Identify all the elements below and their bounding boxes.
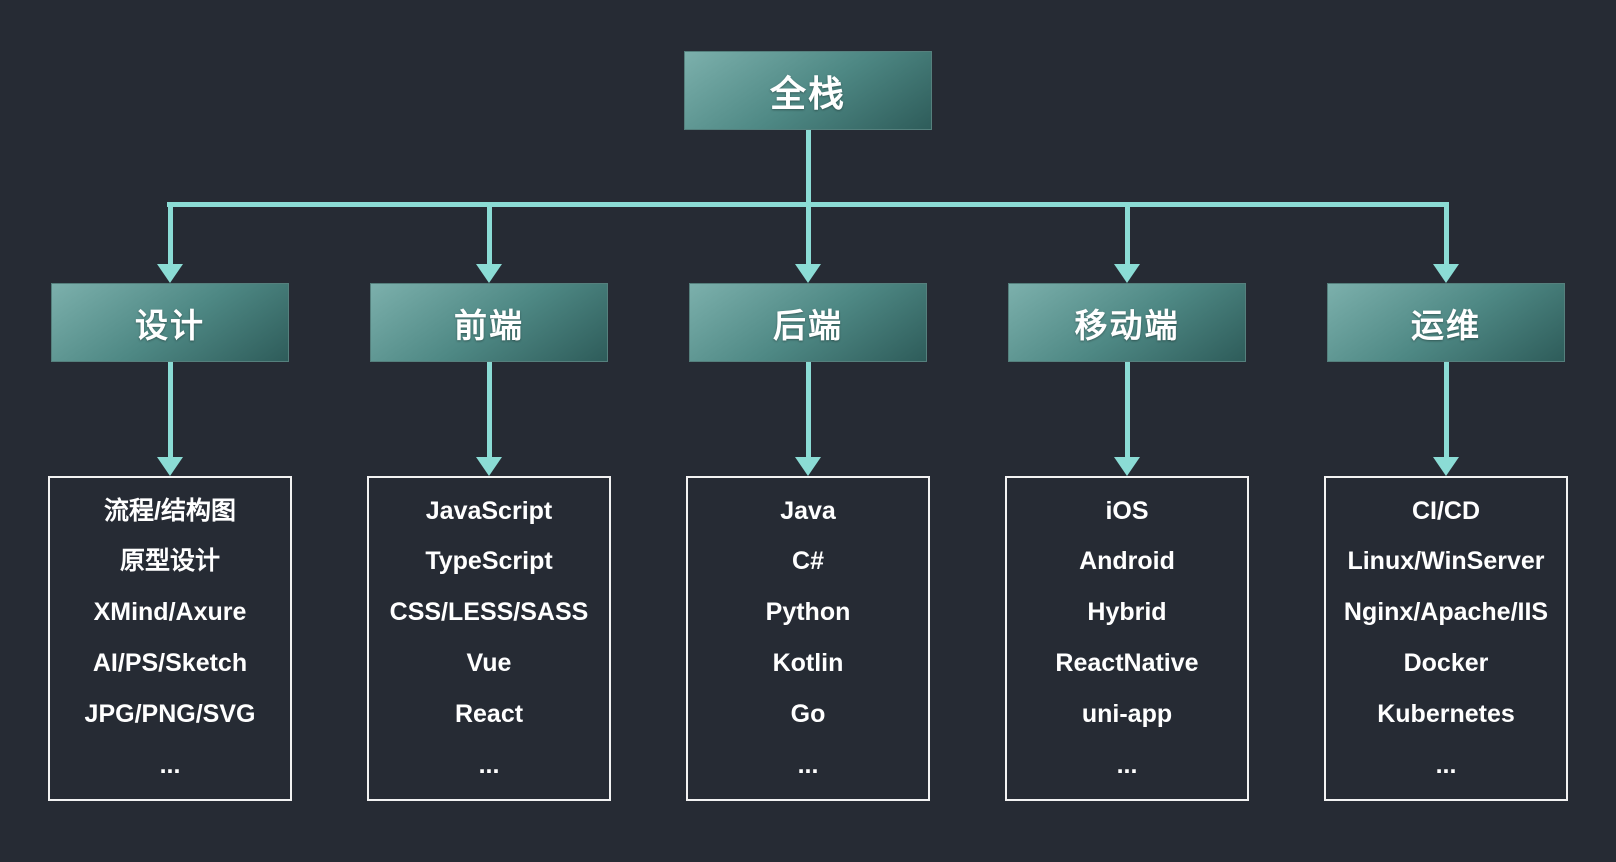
list-item: Vue: [466, 649, 512, 678]
arrowhead-down-icon: [795, 457, 821, 476]
node-fullstack-label: 全栈: [769, 72, 846, 114]
list-item: Linux/WinServer: [1347, 547, 1545, 576]
list-frontend: JavaScript TypeScript CSS/LESS/SASS Vue …: [367, 476, 611, 801]
arrowhead-down-icon: [795, 264, 821, 283]
node-frontend-label: 前端: [454, 306, 524, 344]
arrowhead-down-icon: [1114, 264, 1140, 283]
list-item: ...: [159, 750, 181, 779]
connector-branch-devops: [1443, 202, 1449, 265]
list-item: Go: [790, 699, 826, 728]
node-mobile-label: 移动端: [1074, 306, 1180, 344]
list-item: CI/CD: [1411, 496, 1481, 525]
list-item: Kubernetes: [1377, 699, 1515, 728]
connector-drop-design: [167, 362, 173, 458]
arrowhead-down-icon: [1433, 264, 1459, 283]
node-devops: 运维: [1327, 283, 1565, 362]
arrowhead-down-icon: [157, 457, 183, 476]
connector-branch-design: [167, 202, 173, 265]
list-item: C#: [792, 547, 824, 576]
node-backend: 后端: [689, 283, 927, 362]
list-item: XMind/Axure: [93, 598, 247, 627]
connector-branch-frontend: [486, 202, 492, 265]
connector-drop-backend: [805, 362, 811, 458]
connector-branch-mobile: [1124, 202, 1130, 265]
list-item: Kotlin: [772, 649, 844, 678]
list-mobile: iOS Android Hybrid ReactNative uni-app .…: [1005, 476, 1249, 801]
connector-branch-backend: [805, 202, 811, 265]
connector-root-stub: [805, 130, 811, 204]
arrowhead-down-icon: [476, 457, 502, 476]
node-mobile: 移动端: [1008, 283, 1246, 362]
list-item: ...: [797, 750, 819, 779]
list-item: Android: [1079, 547, 1175, 576]
list-item: Python: [765, 598, 851, 627]
list-item: AI/PS/Sketch: [92, 649, 248, 678]
node-frontend: 前端: [370, 283, 608, 362]
arrowhead-down-icon: [1433, 457, 1459, 476]
node-backend-label: 后端: [773, 306, 843, 344]
list-item: React: [454, 699, 524, 728]
list-item: ...: [1116, 750, 1138, 779]
list-item: TypeScript: [425, 547, 553, 576]
list-item: 流程/结构图: [104, 496, 236, 525]
list-item: Java: [780, 496, 836, 525]
node-fullstack: 全栈: [684, 51, 932, 130]
list-item: iOS: [1105, 496, 1149, 525]
node-devops-label: 运维: [1411, 306, 1481, 344]
list-design: 流程/结构图 原型设计 XMind/Axure AI/PS/Sketch JPG…: [48, 476, 292, 801]
list-item: JavaScript: [425, 496, 553, 525]
list-backend: Java C# Python Kotlin Go ...: [686, 476, 930, 801]
list-item: 原型设计: [119, 547, 220, 576]
list-item: JPG/PNG/SVG: [84, 699, 256, 728]
connector-drop-frontend: [486, 362, 492, 458]
connector-drop-devops: [1443, 362, 1449, 458]
connector-drop-mobile: [1124, 362, 1130, 458]
list-item: ...: [1435, 750, 1457, 779]
arrowhead-down-icon: [157, 264, 183, 283]
list-devops: CI/CD Linux/WinServer Nginx/Apache/IIS D…: [1324, 476, 1568, 801]
node-design: 设计: [51, 283, 289, 362]
arrowhead-down-icon: [1114, 457, 1140, 476]
node-design-label: 设计: [135, 306, 205, 344]
list-item: Nginx/Apache/IIS: [1343, 598, 1549, 627]
list-item: Docker: [1403, 649, 1489, 678]
arrowhead-down-icon: [476, 264, 502, 283]
list-item: Hybrid: [1087, 598, 1167, 627]
list-item: CSS/LESS/SASS: [389, 598, 589, 627]
list-item: ...: [478, 750, 500, 779]
list-item: ReactNative: [1055, 649, 1199, 678]
list-item: uni-app: [1081, 699, 1173, 728]
